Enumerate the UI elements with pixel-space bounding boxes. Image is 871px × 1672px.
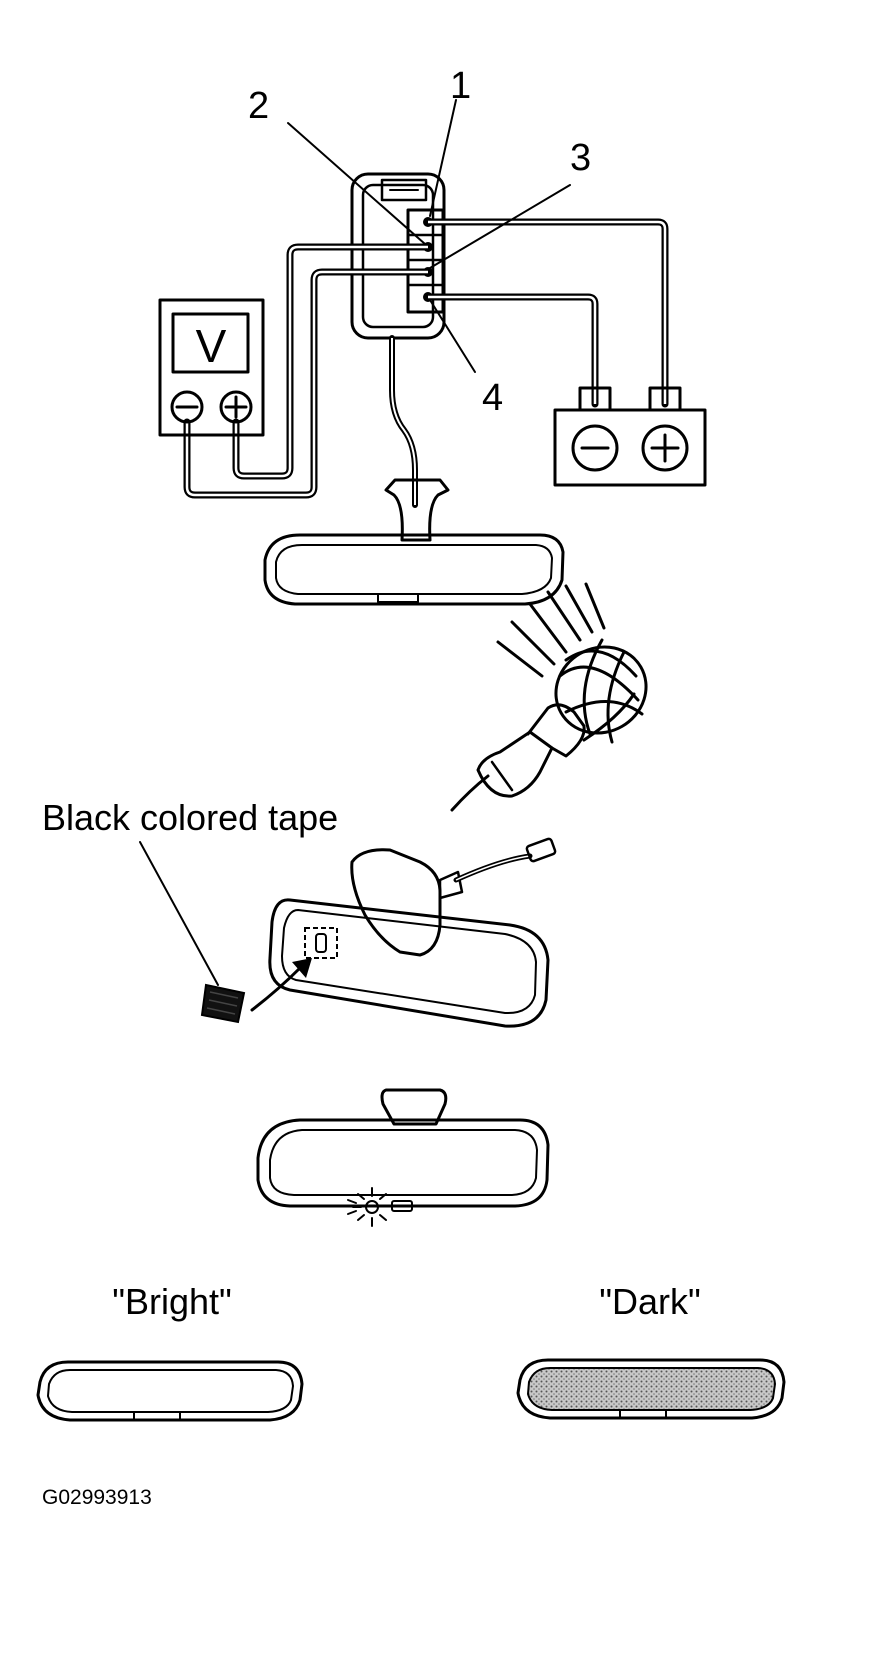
work-lamp-icon [450,582,648,812]
wires [183,218,669,508]
indicator-light-icon [347,1187,413,1227]
mirror-under-test [263,478,565,606]
figure-code: G02993913 [42,1486,152,1509]
mirror-bright [36,1360,304,1422]
plus-terminal-icon [219,390,253,424]
arrow-icon [250,958,312,1012]
callout-lines [287,99,571,373]
bright-label: "Bright" [112,1281,232,1322]
mirror-sensor-view [268,837,557,1028]
mirror-dark [516,1358,786,1420]
battery-plus-icon [641,424,689,472]
callout-2: 2 [248,85,269,127]
callout-1: 1 [450,65,471,107]
mirror-connector [350,172,446,340]
voltmeter: V [158,298,265,437]
voltmeter-symbol: V [196,320,227,372]
black-tape-icon [200,983,246,1024]
dark-label: "Dark" [599,1281,701,1322]
light-sensor-window [304,927,338,959]
minus-terminal-icon [170,390,204,424]
tape-label: Black colored tape [42,797,338,838]
mirror-indicator-view [256,1088,550,1227]
battery-minus-icon [571,424,619,472]
battery [553,386,707,487]
callout-4: 4 [482,377,503,419]
callout-3: 3 [570,137,591,179]
